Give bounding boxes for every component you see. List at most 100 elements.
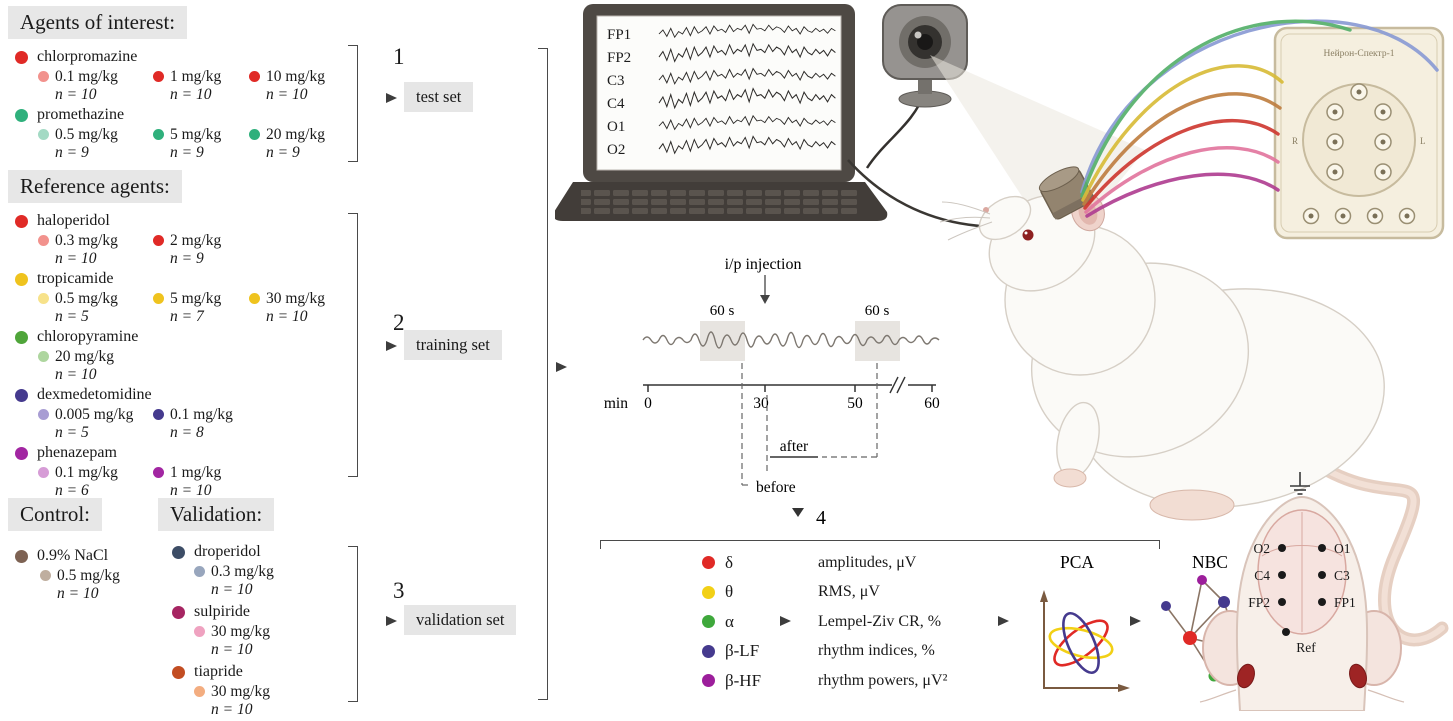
set-number-2: 2 [393, 310, 405, 335]
dose-n: n = 7 [170, 307, 204, 325]
electrode-wire-magenta [1085, 172, 1280, 218]
eeg-channel-label: FP2 [607, 50, 631, 66]
agent-color-dot [15, 549, 28, 563]
dose-color-dot [40, 570, 51, 581]
device-connector-circle [1302, 83, 1416, 197]
section-header-agents-of-interest: Agents of interest: [8, 6, 188, 39]
device-right-label: R [1292, 136, 1298, 146]
dose-color-dot [38, 235, 49, 246]
band-row: β-LF [702, 637, 761, 667]
nbc-label: NBC [1192, 552, 1228, 572]
dose-amount: 0.1 mg/kg [170, 406, 233, 423]
agent-color-dot [15, 446, 28, 460]
axis-tick-label: 0 [644, 395, 652, 412]
band-symbol: α [725, 611, 734, 631]
band-symbol: β-HF [725, 670, 762, 690]
laptop-keyboard [581, 188, 859, 215]
dose-color-dot [153, 467, 164, 478]
agent-color-dot [15, 272, 28, 286]
dose-color-dot [194, 686, 205, 697]
validation-set-label: validation set [404, 605, 517, 635]
dose-amount: 20 mg/kg [55, 348, 114, 365]
axis-unit-label: min [604, 395, 628, 412]
section-header-reference-agents: Reference agents: [8, 170, 182, 203]
electrode-wire-pink [1084, 146, 1280, 214]
recording-timeline: i/p injection 60 s 60 s min 0 30 50 60 [604, 256, 940, 529]
dose-color-dot [38, 71, 49, 82]
metric-item: amplitudes, μV [818, 553, 917, 571]
section-header-control: Control: [8, 498, 103, 531]
rat-eye [1022, 229, 1034, 241]
axis-tick-label: 60 [924, 395, 940, 412]
band-color-dot [702, 674, 715, 688]
dose-amount: 0.5 mg/kg [55, 126, 118, 143]
right-illustration: Нейрон-Спектр-1 R L [930, 19, 1449, 711]
bracket-all-sets [538, 48, 548, 700]
band-row: θ [702, 578, 761, 608]
set-number-3: 3 [393, 578, 405, 603]
dose-amount: 5 mg/kg [170, 126, 222, 143]
metrics-list: amplitudes, μV RMS, μV Lempel-Ziv CR, % … [818, 548, 947, 696]
dose-color-dot [249, 71, 260, 82]
laptop-illustration: FP1 FP2 C3 C4 O1 O2 [555, 4, 888, 221]
step-number-4: 4 [816, 507, 826, 529]
dose-n: n = 8 [170, 423, 204, 441]
bracket-test-set [348, 45, 358, 162]
rat-eye-glint [1024, 231, 1028, 235]
webcam-stand [918, 76, 932, 94]
rat-head-map: O2 O1 C4 C3 FP2 FP1 Ref [1199, 472, 1405, 711]
metric-item: Lempel-Ziv CR, % [818, 612, 942, 630]
band-color-dot [702, 615, 715, 629]
agent-color-dot [15, 214, 28, 228]
dose-n: n = 9 [55, 143, 89, 161]
dose-amount: 0.005 mg/kg [55, 406, 134, 423]
eeg-channel-label: O1 [607, 119, 625, 135]
dose-n: n = 6 [55, 481, 89, 499]
dose-n: n = 10 [57, 584, 99, 602]
webcam-lens-glint [914, 31, 922, 39]
agent-name: tiapride [194, 663, 243, 680]
dose-color-dot [249, 129, 260, 140]
rat-front-paw [1053, 468, 1087, 488]
before-label: before [756, 479, 796, 496]
training-set-label: training set [404, 330, 502, 360]
dose-color-dot [249, 293, 260, 304]
dose-amount: 0.3 mg/kg [211, 563, 274, 580]
band-color-dot [702, 644, 715, 658]
arrow-right-icon [386, 616, 397, 626]
agent-color-dot [172, 665, 185, 679]
arrow-right-icon [386, 93, 397, 103]
metric-item: RMS, μV [818, 583, 880, 601]
electrode-label-FP2: FP2 [1248, 595, 1270, 610]
band-symbol: δ [725, 552, 734, 572]
pca-clusters [1048, 611, 1114, 675]
injection-arrowhead-icon [760, 295, 770, 304]
electrode-wire-blue [1080, 19, 1439, 194]
eeg-channel-label: C4 [607, 96, 625, 112]
eeg-cap [1038, 166, 1095, 220]
dose-amount: 1 mg/kg [170, 464, 222, 481]
band-color-dot [702, 556, 715, 570]
electrode-label-O1: O1 [1334, 541, 1351, 556]
pca-axis-arrowhead [1040, 590, 1048, 602]
device-port-pins [1308, 89, 1410, 219]
dose-n: n = 10 [266, 307, 308, 325]
dose-amount: 10 mg/kg [266, 68, 325, 85]
electrode-wire-red [1083, 119, 1280, 210]
agent-name: chloropyramine [37, 328, 139, 345]
brain-sulcus [1261, 545, 1343, 557]
